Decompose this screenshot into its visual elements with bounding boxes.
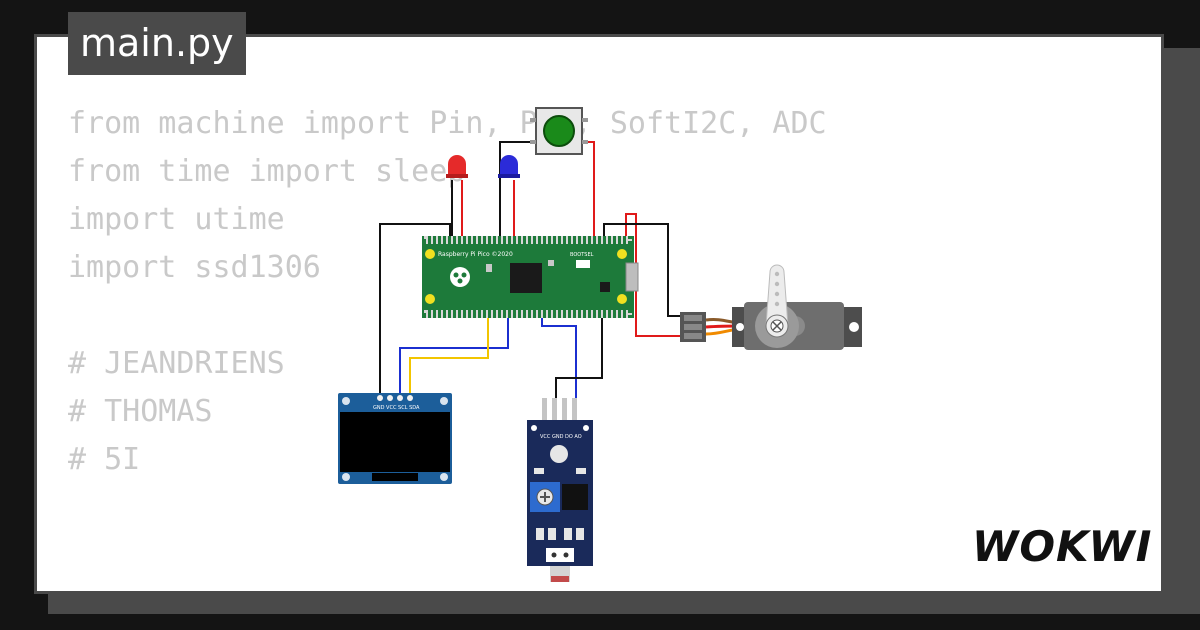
code-line: import ssd1306 (68, 250, 321, 285)
led-red[interactable] (446, 155, 468, 178)
wire-sensor-gnd (555, 312, 603, 404)
raspberry-icon (450, 267, 470, 287)
file-tab-label: main.py (80, 21, 234, 65)
pico-label: Raspberry Pi Pico ©2020 (438, 251, 513, 258)
wire-sensor-ao (541, 312, 577, 404)
pico-pins (424, 236, 632, 318)
wire-oled-gnd (379, 223, 451, 398)
wire-oled-sda (409, 312, 489, 398)
wire-button-power (588, 141, 595, 238)
wokwi-logo-text: WOKWI (972, 522, 1153, 571)
oled-screen (340, 412, 450, 472)
oled-pin-labels: GND VCC SCL SDA (373, 405, 420, 411)
oled-display[interactable]: GND VCC SCL SDA (338, 393, 452, 484)
sensor-pin-labels: VCC GND DO AO (540, 434, 582, 440)
wires (379, 141, 682, 404)
wokwi-logo: WOKWI (972, 522, 1152, 571)
wire-oled-vcc (399, 312, 509, 398)
push-button[interactable] (530, 107, 588, 155)
code-line: # JEANDRIENS (68, 346, 285, 381)
bootsel-button[interactable] (576, 260, 590, 268)
code-line: from machine import Pin, PWM, SoftI2C, A… (68, 106, 827, 141)
bootsel-label: BOOTSEL (570, 252, 594, 258)
code-line: # THOMAS (68, 394, 213, 429)
usb-port (625, 262, 639, 292)
wire-servo-signal (625, 213, 682, 337)
code-line: # 5I (68, 442, 141, 477)
wire-button (499, 141, 538, 238)
code-line: import utime (68, 202, 285, 237)
wire-servo-gnd (603, 223, 682, 317)
led-blue[interactable] (498, 155, 520, 178)
file-tab[interactable]: main.py (68, 12, 246, 75)
pico-board[interactable]: Raspberry Pi Pico ©2020 BOOTSEL (422, 236, 639, 318)
pico-chip (510, 263, 542, 293)
light-sensor-module[interactable]: VCC GND DO AO (527, 398, 593, 582)
servo-motor[interactable] (680, 264, 862, 350)
code-editor[interactable]: from machine import Pin, PWM, SoftI2C, A… (68, 100, 827, 484)
